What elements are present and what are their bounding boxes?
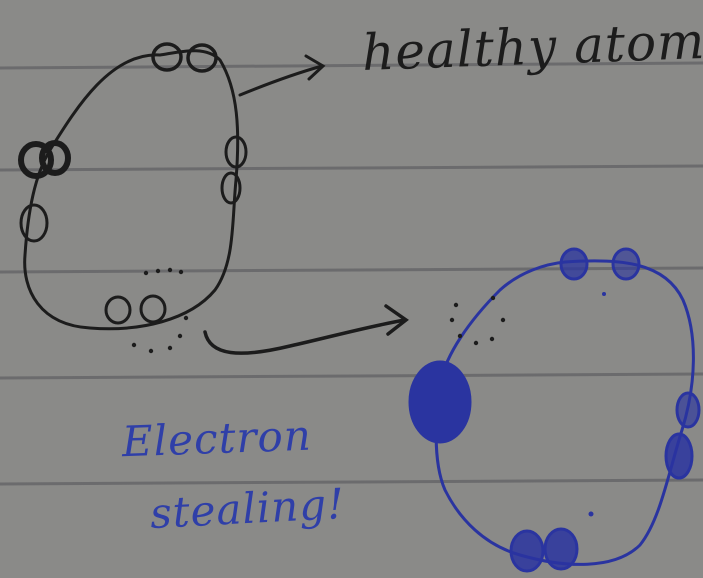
dot	[589, 512, 594, 517]
dot	[602, 292, 606, 296]
ruled-lines	[0, 63, 703, 484]
arrival-dots	[450, 296, 505, 345]
dot	[184, 316, 188, 320]
rule-line	[0, 268, 703, 272]
dot	[132, 343, 136, 347]
dot	[491, 296, 495, 300]
arrow-to-stolen-atom	[205, 320, 405, 353]
healthy-atom-label: healthy atom	[361, 16, 703, 78]
dot	[450, 318, 454, 322]
electron	[545, 529, 577, 569]
dot	[474, 341, 478, 345]
dot	[149, 349, 153, 353]
healthy-atom-orbit	[25, 51, 238, 329]
electron	[613, 249, 639, 279]
stolen-electron	[410, 362, 470, 442]
stealing-atom-orbit	[436, 261, 693, 565]
electron	[666, 434, 692, 478]
dot	[168, 346, 172, 350]
dot	[168, 268, 172, 272]
dot	[501, 318, 505, 322]
healthy-atom-drawing	[21, 44, 406, 353]
electron-stealing-label-line1: Electron	[121, 415, 312, 464]
electron	[141, 296, 165, 322]
electron-stealing-label-line2: stealing!	[149, 483, 346, 535]
electron	[511, 531, 543, 571]
electron	[21, 205, 47, 241]
dot	[458, 334, 462, 338]
electron	[677, 393, 699, 427]
arrow-to-label	[240, 66, 322, 95]
rule-line	[0, 374, 703, 378]
dot	[179, 270, 183, 274]
electron	[561, 249, 587, 279]
electron	[222, 173, 240, 203]
dot	[144, 271, 148, 275]
rule-line	[0, 480, 703, 484]
dot	[454, 303, 458, 307]
stealing-atom-drawing	[410, 249, 699, 571]
electron	[106, 297, 130, 323]
dot	[156, 269, 160, 273]
rule-line	[0, 166, 703, 170]
dot	[490, 337, 494, 341]
dot	[178, 334, 182, 338]
